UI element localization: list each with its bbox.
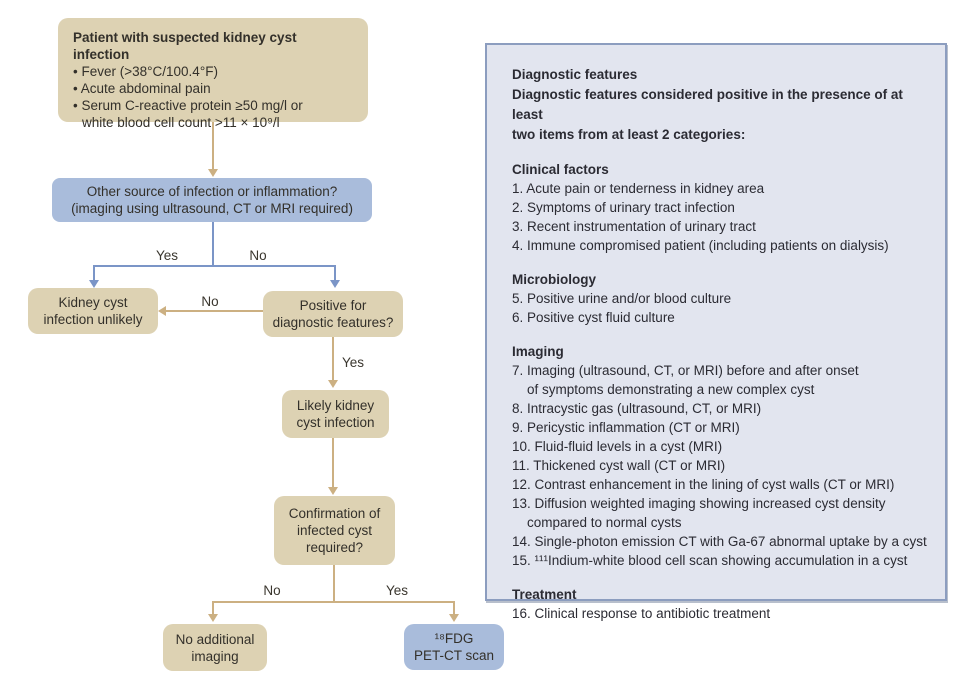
branch2-yes-label: Yes — [375, 583, 419, 598]
connector-question3-stem — [333, 565, 335, 603]
start-box-criterion: white blood cell count >11 × 10⁹/l — [82, 115, 280, 130]
start-box-suspected-infection: Patient with suspected kidney cyst infec… — [58, 18, 368, 130]
panel-section-item: 4. Immune compromised patient (including… — [512, 238, 889, 253]
start-box-criterion: • Fever (>38°C/100.4°F) — [73, 64, 218, 79]
connector-branch-no — [334, 265, 336, 281]
panel-section-item: 16. Clinical response to antibiotic trea… — [512, 606, 771, 621]
panel-section-item: 2. Symptoms of urinary tract infection — [512, 200, 735, 215]
kidney-cyst-unlikely-box: Kidney cyst infection unlikely — [28, 288, 158, 334]
yes-to-likely-label: Yes — [341, 355, 365, 370]
diagnostic-features-panel: Diagnostic features Diagnostic features … — [485, 43, 947, 621]
panel-section-title: Microbiology — [512, 272, 596, 287]
branch2-no-label: No — [250, 583, 294, 598]
panel-sections: Clinical factors 1. Acute pain or tendern… — [512, 160, 929, 623]
start-box-criteria-list: • Fever (>38°C/100.4°F) • Acute abdominal… — [73, 63, 354, 131]
no-additional-imaging-box: No additional imaging — [163, 624, 267, 671]
question-positive-features-box: Positive for diagnostic features? — [263, 291, 403, 337]
panel-section-title: Clinical factors — [512, 162, 609, 177]
branch1-yes-label: Yes — [145, 248, 189, 263]
panel-section-item: 14. Single-photon emission CT with Ga-67… — [512, 534, 927, 549]
no-to-unlikely-label: No — [188, 294, 232, 309]
start-box-criterion: • Serum C-reactive protein ≥50 mg/l or — [73, 98, 303, 113]
panel-section-item: 3. Recent instrumentation of urinary tra… — [512, 219, 756, 234]
arrowhead-down-icon — [328, 380, 338, 388]
arrowhead-down-icon — [208, 614, 218, 622]
arrowhead-left-icon — [158, 306, 166, 316]
connector-branch2-yes — [453, 601, 455, 615]
panel-section: Treatment 16. Clinical response to antibi… — [512, 585, 929, 623]
question-other-source-box: Other source of infection or inflammatio… — [52, 178, 372, 222]
arrowhead-down-icon — [449, 614, 459, 622]
connector-yes-to-likely — [332, 337, 334, 381]
arrowhead-down-icon — [330, 280, 340, 288]
connector-question1-stem — [212, 222, 214, 266]
question-confirmation-box: Confirmation of infected cyst required? — [274, 496, 395, 565]
panel-section-item: 12. Contrast enhancement in the lining o… — [512, 477, 895, 492]
arrowhead-down-icon — [328, 487, 338, 495]
panel-section: Clinical factors 1. Acute pain or tendern… — [512, 160, 929, 255]
panel-section-item: 7. Imaging (ultrasound, CT, or MRI) befo… — [512, 363, 859, 397]
panel-section-title: Imaging — [512, 344, 564, 359]
panel-section-item: 15. ¹¹¹Indium-white blood cell scan show… — [512, 553, 908, 568]
start-box-criterion: • Acute abdominal pain — [73, 81, 211, 96]
arrowhead-down-icon — [208, 169, 218, 177]
panel-section-item: 5. Positive urine and/or blood culture — [512, 291, 732, 306]
panel-section-item: 9. Pericystic inflammation (CT or MRI) — [512, 420, 740, 435]
panel-section: Imaging 7. Imaging (ultrasound, CT, or MR… — [512, 342, 929, 570]
connector-likely-to-question3 — [332, 438, 334, 488]
panel-intro-text: Diagnostic features Diagnostic features … — [512, 67, 903, 142]
panel-section-item: 6. Positive cyst fluid culture — [512, 310, 675, 325]
petct-scan-box: ¹⁸FDG PET-CT scan — [404, 624, 504, 670]
panel-section-item: 10. Fluid-fluid levels in a cyst (MRI) — [512, 439, 723, 454]
connector-question3-branch — [212, 601, 455, 603]
panel-section-item: 1. Acute pain or tenderness in kidney ar… — [512, 181, 765, 196]
connector-question1-branch — [93, 265, 336, 267]
connector-no-to-unlikely — [166, 310, 263, 312]
branch1-no-label: No — [236, 248, 280, 263]
panel-section-item: 13. Diffusion weighted imaging showing i… — [512, 496, 886, 530]
connector-start-to-question1 — [212, 122, 214, 170]
panel-section: Microbiology 5. Positive urine and/or blo… — [512, 270, 929, 327]
start-box-title: Patient with suspected kidney cyst infec… — [73, 30, 297, 62]
panel-section-title: Treatment — [512, 587, 577, 602]
likely-infection-box: Likely kidney cyst infection — [282, 390, 389, 438]
panel-section-item: 8. Intracystic gas (ultrasound, CT, or M… — [512, 401, 762, 416]
panel-section-item: 11. Thickened cyst wall (CT or MRI) — [512, 458, 726, 473]
connector-branch2-no — [212, 601, 214, 615]
connector-branch-yes — [93, 265, 95, 281]
arrowhead-down-icon — [89, 280, 99, 288]
